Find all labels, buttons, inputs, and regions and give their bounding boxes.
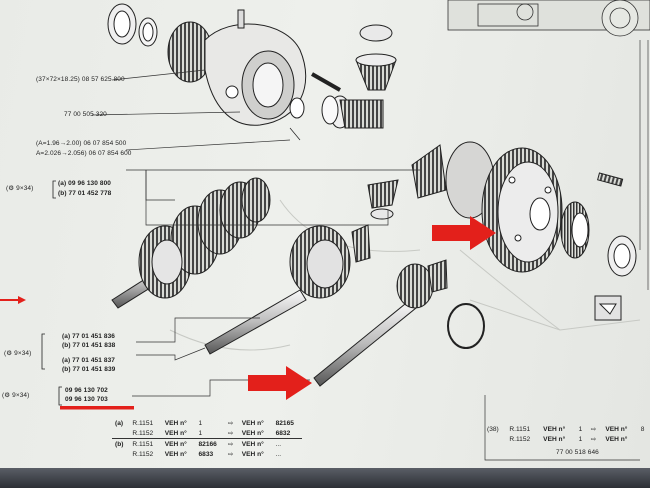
row-to: 82165 [275, 419, 294, 427]
row-veh: VEH n° [161, 438, 196, 449]
arrow-to-output-shaft [248, 366, 312, 400]
row-veh: VEH n° [164, 419, 187, 427]
row-model: R.1151 [129, 438, 162, 449]
group2-ref-b2: (b) 77 01 451 839 [62, 366, 116, 373]
row-to: 8 [640, 425, 645, 433]
left-margin-arrow [0, 296, 26, 304]
row-label: (b) [112, 438, 130, 449]
ref-shim-a: (A=1.96→2.00) 06 07 854 500 [36, 140, 127, 147]
row-from: 1 [578, 425, 583, 433]
right-bearing-and-seal [560, 201, 637, 321]
secondary-shaft [204, 224, 371, 355]
row-to: ... [272, 438, 302, 449]
planet-gears-top [321, 24, 397, 129]
group2-ref-a1: (a) 77 01 451 836 [62, 333, 116, 340]
row-arrow: ⇨ [227, 430, 234, 437]
row-arrow: ⇨ [227, 420, 234, 427]
row-veh2: VEH n° [605, 425, 628, 433]
row-veh: VEH n° [164, 450, 187, 458]
ref-shim-b: A=2.026→2.056) 06 07 854 600 [36, 150, 132, 157]
row-from: 82166 [195, 438, 225, 449]
row-from: 1 [578, 435, 583, 443]
group1-prefix: (⚙ 9×34) [6, 185, 34, 192]
output-shaft [313, 259, 448, 387]
table-row: (b) R.1151 VEH n° 82166 ⇨ VEH n° ... [112, 438, 302, 449]
group1-ref-b: (b) 77 01 452 778 [58, 190, 112, 197]
page-bottom-shadow [0, 468, 650, 488]
row-arrow: ⇨ [227, 451, 234, 458]
row-veh2: VEH n° [241, 429, 264, 437]
row-label [112, 428, 129, 439]
row-model: R.1152 [132, 429, 154, 437]
table-row: (38) R.1151 VEH n° 1 ⇨ VEH n° 8 [484, 424, 650, 434]
right-ref: 77 00 518 646 [556, 449, 599, 456]
row-model: R.1152 [132, 450, 154, 458]
table-row: R.1152 VEH n° 1 ⇨ VEH n° 6832 [112, 428, 302, 439]
applicability-table-left: (a) R.1151 VEH n° 1 ⇨ VEH n° 82165 R.115… [112, 418, 302, 459]
row-to [638, 434, 650, 444]
group3-prefix: (⚙ 9×34) [2, 392, 30, 399]
row-arrow: ⇨ [224, 438, 239, 449]
row-label [112, 449, 129, 459]
crown-wheel-and-pinion [411, 141, 563, 273]
row-model: R.1151 [509, 425, 531, 433]
housing-fragment [447, 0, 650, 290]
row-veh: VEH n° [543, 435, 566, 443]
satellite-gear-mid [367, 179, 399, 220]
table-row: R.1152 VEH n° 6833 ⇨ VEH n° ... [112, 449, 302, 459]
group3-ref-1: 09 96 130 702 [65, 387, 108, 394]
row-from: 1 [198, 419, 203, 427]
row-model: R.1151 [132, 419, 154, 427]
row-veh2: VEH n° [241, 419, 264, 427]
table-row: R.1152 VEH n° 1 ⇨ VEH n° [484, 434, 650, 444]
differential-housing [167, 9, 307, 126]
row-veh2: VEH n° [238, 438, 273, 449]
group1-ref-a: (a) 09 96 130 800 [58, 180, 112, 187]
row-arrow: ⇨ [590, 436, 597, 443]
group3-ref-2: 09 96 130 703 [65, 396, 108, 403]
circlip [447, 303, 485, 349]
row-to: 6832 [275, 429, 291, 437]
group2-prefix: (⚙ 9×34) [4, 350, 32, 357]
row-arrow: ⇨ [590, 426, 597, 433]
red-underline [60, 406, 134, 410]
crown-wheel-bolt [597, 172, 624, 187]
row-veh2: VEH n° [605, 435, 628, 443]
group2-ref-a2: (a) 77 01 451 837 [62, 357, 116, 364]
row-label: (a) [115, 419, 124, 427]
group-brackets [41, 180, 62, 406]
row-from: 1 [198, 429, 203, 437]
pin-and-washer [289, 72, 341, 141]
red-highlight-arrows [248, 216, 496, 400]
applicability-table-right: (38) R.1151 VEH n° 1 ⇨ VEH n° 8 R.1152 V… [484, 424, 650, 444]
row-label [484, 434, 506, 444]
group2-ref-b1: (b) 77 01 451 838 [62, 342, 116, 349]
row-from: 6833 [198, 450, 214, 458]
arrow-to-crown-wheel [432, 216, 496, 250]
seal-top-left [107, 3, 158, 47]
row-model: R.1152 [509, 435, 531, 443]
table-row: (a) R.1151 VEH n° 1 ⇨ VEH n° 82165 [112, 418, 302, 428]
row-label: (38) [487, 425, 499, 433]
ref-pin: 77 00 505 320 [64, 111, 107, 118]
row-to: ... [275, 450, 282, 458]
row-veh: VEH n° [543, 425, 566, 433]
row-veh: VEH n° [164, 429, 187, 437]
ref-ring: (37×72×18.25) 08 57 625 800 [36, 76, 125, 83]
primary-shaft [111, 177, 271, 309]
row-veh2: VEH n° [241, 450, 264, 458]
